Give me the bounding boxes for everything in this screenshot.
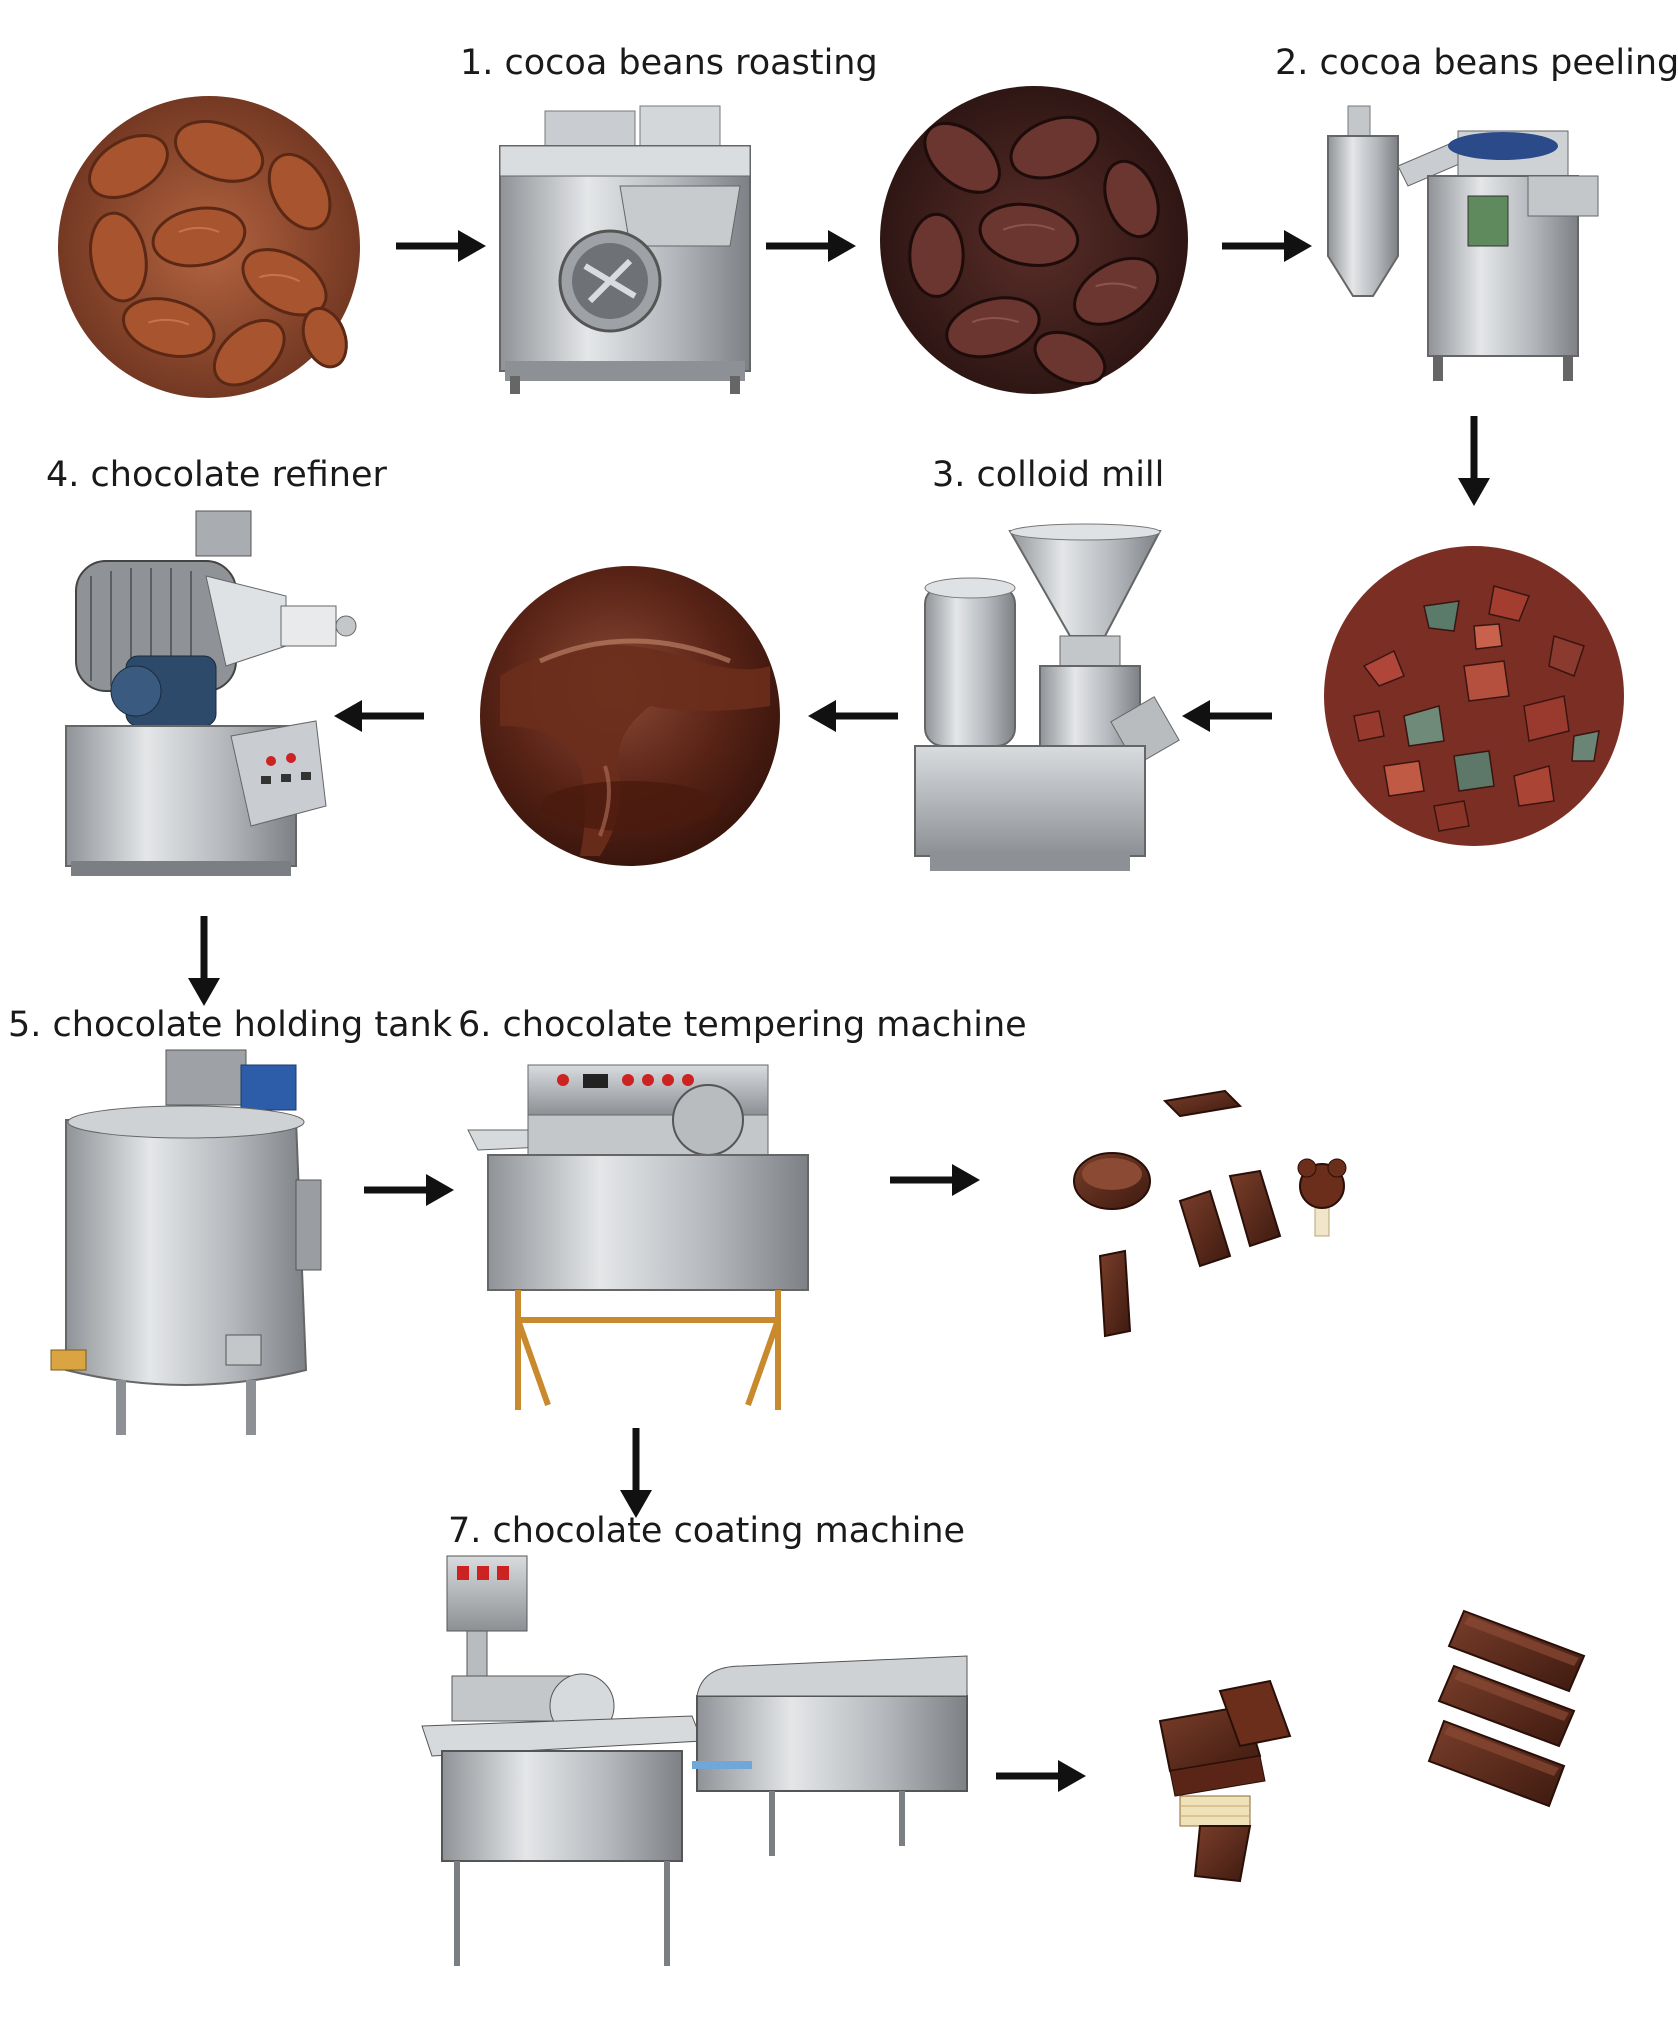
step-6-label: 6. chocolate tempering machine xyxy=(458,1005,1027,1045)
coated-bars-image xyxy=(1424,1606,1594,1826)
chocolate-refiner-image xyxy=(56,506,357,886)
arrow-right-tank-to-tempering xyxy=(364,1170,454,1210)
step-7-label: 7. chocolate coating machine xyxy=(448,1511,966,1551)
step-3-label: 3. colloid mill xyxy=(932,455,1165,495)
arrow-down-tempering-to-coating xyxy=(616,1428,656,1518)
arrow-left-nibs-to-mill xyxy=(1182,696,1272,736)
arrow-right-roast-to-roasted xyxy=(766,226,856,266)
arrow-left-liquor-to-refiner xyxy=(334,696,424,736)
step-5-label: 5. chocolate holding tank xyxy=(8,1005,452,1045)
arrow-right-tempering-to-products xyxy=(890,1160,980,1200)
arrow-left-mill-to-liquor xyxy=(808,696,898,736)
raw-cocoa-beans-image xyxy=(58,96,360,398)
step-4-label: 4. chocolate refiner xyxy=(46,455,387,495)
arrow-down-refiner-to-tank xyxy=(184,916,224,1006)
molded-chocolates-image xyxy=(1070,1086,1390,1338)
cocoa-nibs-image xyxy=(1324,546,1624,846)
roasted-cocoa-beans-image xyxy=(880,86,1188,394)
tempering-machine-image xyxy=(467,1060,840,1420)
arrow-right-coating-to-products xyxy=(996,1756,1086,1796)
step-1-label: 1. cocoa beans roasting xyxy=(460,43,878,83)
roasting-machine-image xyxy=(490,105,770,396)
arrow-right-roasted-to-peel xyxy=(1222,226,1312,266)
coated-wafers-image xyxy=(1140,1666,1300,1896)
coating-machine-image xyxy=(421,1555,982,1976)
holding-tank-image xyxy=(46,1049,326,1440)
step-2-label: 2. cocoa beans peeling xyxy=(1275,43,1678,83)
arrow-down-peel-to-nibs xyxy=(1454,416,1494,506)
arrow-right-raw-to-roast xyxy=(396,226,486,266)
chocolate-liquor-image xyxy=(480,566,780,866)
colloid-mill-image xyxy=(910,523,1180,886)
peeling-machine-image xyxy=(1318,105,1618,386)
